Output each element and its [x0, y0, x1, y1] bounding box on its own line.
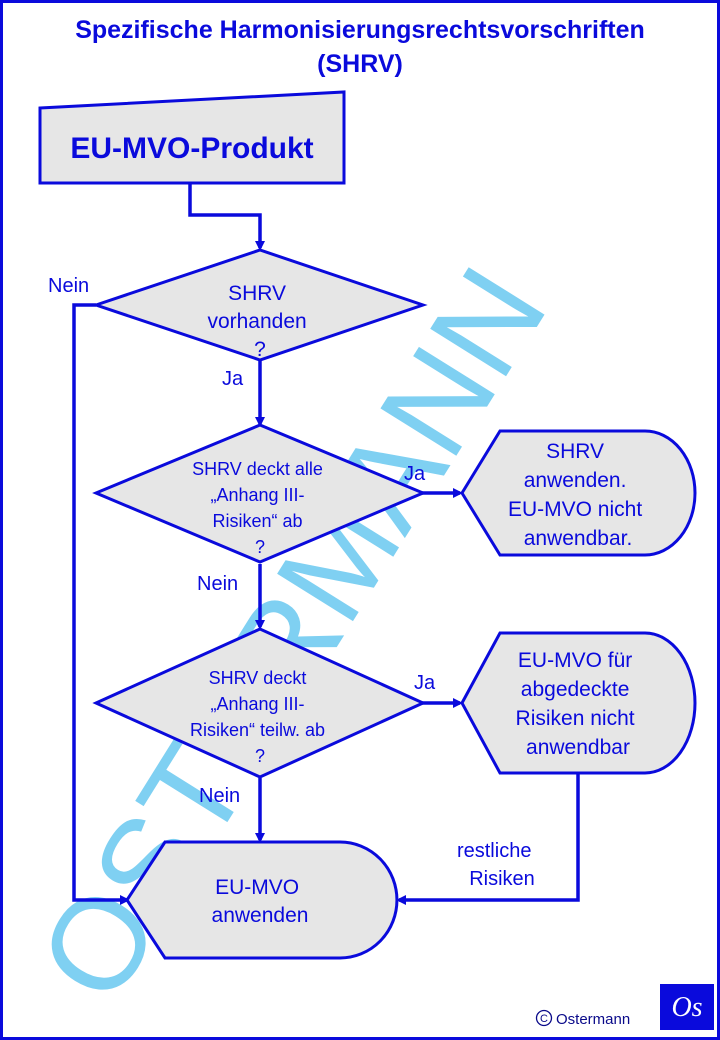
result2-line-2: abgedeckte: [521, 678, 630, 701]
decision3-line-4: ?: [255, 746, 265, 766]
result-shrv-anwenden-label: SHRV anwenden. EU-MVO nicht anwendbar.: [508, 440, 648, 550]
decision2-line-1: SHRV deckt alle: [192, 459, 323, 479]
edge-start-to-decision1: [188, 183, 265, 251]
result2-line-1: EU-MVO für: [518, 649, 632, 672]
result1-line-4: anwendbar.: [524, 527, 633, 550]
start-node-label: EU-MVO-Produkt: [70, 132, 313, 165]
edge-label-d1-ja: Ja: [222, 368, 244, 390]
decision-shrv-deckt-alle: [92, 423, 427, 564]
copyright-icon: [535, 1009, 553, 1027]
end-line-2: anwenden: [212, 904, 309, 927]
result-shrv-anwenden: [460, 429, 697, 557]
decision2-line-3: Risiken“ ab: [212, 511, 302, 531]
edge-label-d3-ja: Ja: [414, 672, 436, 694]
result2-line-4: anwendbar: [526, 736, 630, 759]
copyright-text: Ostermann: [556, 1011, 630, 1028]
copyright-icon-glyph: C: [540, 1013, 548, 1025]
title-line-1: Spezifische Harmonisierungsrechtsvorschr…: [75, 16, 645, 44]
decision3-line-2: „Anhang III-: [210, 694, 304, 714]
decision3-line-3: Risiken“ teilw. ab: [190, 720, 325, 740]
result1-line-2: anwenden.: [524, 469, 627, 492]
result-teilweise-label: EU-MVO für abgedeckte Risiken nicht anwe…: [516, 649, 641, 759]
edge-label-rest: restliche Risiken: [457, 840, 537, 890]
decision-shrv-vorhanden: [91, 248, 428, 362]
edge-rest-to-end: [396, 773, 580, 905]
decision2-line-2: „Anhang III-: [210, 485, 304, 505]
edge-label-d1-nein: Nein: [48, 275, 89, 297]
logo-text: Os: [671, 992, 702, 1023]
decision-shrv-vorhanden-label: SHRV vorhanden ?: [207, 282, 312, 361]
decision2-line-4: ?: [255, 537, 265, 557]
result1-line-3: EU-MVO nicht: [508, 498, 642, 521]
decision1-line-2: vorhanden: [207, 310, 306, 333]
edge-decision1-no: [72, 303, 130, 905]
decision-shrv-deckt-alle-label: SHRV deckt alle „Anhang III- Risiken“ ab…: [192, 459, 328, 557]
end-eu-mvo-anwenden: [125, 840, 399, 960]
edge-label-rest-line-1: restliche: [457, 840, 531, 862]
result-teilweise-nicht-anwendbar: [460, 631, 697, 775]
decision1-line-3: ?: [254, 338, 266, 361]
decision-shrv-deckt-teilweise: [92, 627, 427, 779]
title-line-2: (SHRV): [317, 50, 403, 78]
end-node-label: EU-MVO anwenden: [212, 876, 309, 927]
edge-label-d2-nein: Nein: [197, 573, 238, 595]
logo-box: [660, 984, 714, 1030]
decision1-line-1: SHRV: [228, 282, 286, 305]
edge-label-d3-nein: Nein: [199, 785, 240, 807]
decision-shrv-deckt-teilweise-label: SHRV deckt „Anhang III- Risiken“ teilw. …: [190, 668, 330, 766]
decision3-line-1: SHRV deckt: [209, 668, 307, 688]
edge-label-d2-ja: Ja: [404, 463, 426, 485]
edge-label-rest-line-2: Risiken: [469, 868, 535, 890]
end-line-1: EU-MVO: [215, 876, 299, 899]
result1-line-1: SHRV: [546, 440, 604, 463]
start-node: [38, 90, 346, 185]
result2-line-3: Risiken nicht: [516, 707, 635, 730]
